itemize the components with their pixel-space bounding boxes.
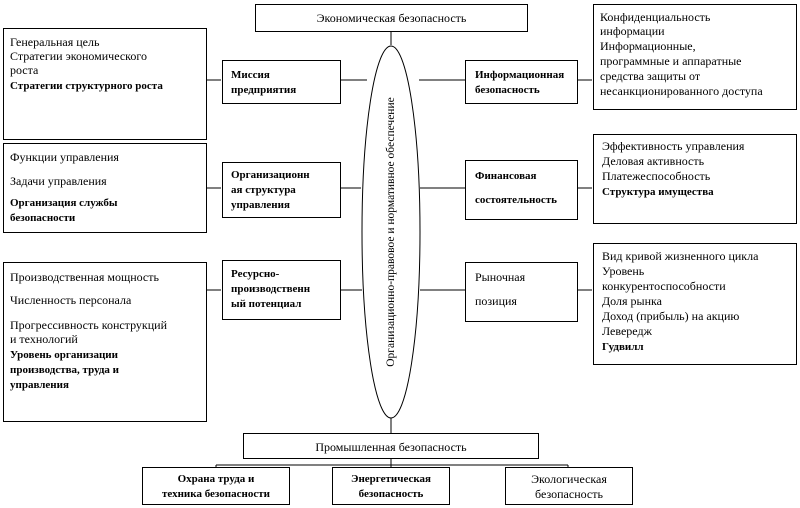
label-line: предприятия [231, 84, 297, 96]
right-detail-box-info: Конфиденциальность информации Информацио… [593, 4, 797, 110]
detail-item: и технологий [10, 332, 78, 346]
right-label-box-info: Информационная безопасность [465, 60, 578, 104]
left-detail-box-mission: Генеральная цель Стратегии экономическог… [3, 28, 207, 140]
detail-item: роста [10, 63, 39, 77]
detail-item: Левередж [602, 324, 652, 338]
label-line: безопасность [358, 488, 424, 500]
label-line: состоятельность [475, 194, 557, 206]
industrial-security-box: Промышленная безопасность [243, 433, 539, 459]
detail-item-bold: Стратегии структурного роста [10, 80, 163, 92]
detail-item-bold: безопасности [10, 212, 76, 224]
label-line: Организационн [231, 169, 310, 181]
detail-item: Информационные, [600, 39, 696, 53]
detail-item: Конфиденциальность [600, 10, 711, 24]
detail-item: Численность персонала [10, 293, 132, 307]
label-line: позиция [475, 294, 517, 308]
detail-item: Генеральная цель [10, 35, 100, 49]
detail-item-bold: Уровень организации [10, 349, 118, 361]
ecological-security-box: Экологическая безопасность [505, 467, 633, 505]
label-line: ый потенциал [231, 298, 302, 310]
detail-item: Задачи управления [10, 174, 107, 188]
detail-item: Стратегии экономического [10, 49, 147, 63]
detail-item: информации [600, 24, 665, 38]
detail-item: Платежеспособность [602, 169, 711, 183]
central-oval [361, 45, 421, 419]
label-line: Информационная [475, 69, 565, 81]
detail-item: конкурентоспособности [602, 279, 726, 293]
economic-security-box: Экономическая безопасность [255, 4, 528, 32]
energy-security-box: Энергетическая безопасность [332, 467, 450, 505]
detail-item: Деловая активность [602, 154, 705, 168]
label-line: производственн [231, 283, 311, 295]
label-line: Финансовая [475, 170, 537, 182]
label-line: Миссия [231, 69, 270, 81]
industrial-security-title: Промышленная безопасность [315, 440, 467, 454]
label-line: Энергетическая [351, 473, 431, 485]
left-label-box-org: Организационн ая структура управления [222, 162, 341, 218]
label-line: ая структура [231, 184, 296, 196]
left-label-box-resource: Ресурсно- производственн ый потенциал [222, 260, 341, 320]
detail-item: Доля рынка [602, 294, 662, 308]
left-detail-box-resource: Производственная мощность Численность пе… [3, 262, 207, 422]
detail-item: средства защиты от [600, 69, 701, 83]
label-line: управления [231, 199, 290, 211]
detail-item: Доход (прибыль) на акцию [602, 309, 740, 323]
right-label-box-market: Рыночная позиция [465, 262, 578, 322]
detail-item: Прогрессивность конструкций [10, 318, 168, 332]
right-label-box-finance: Финансовая состоятельность [465, 160, 578, 220]
detail-item-bold: Гудвилл [602, 341, 644, 353]
right-detail-box-finance: Эффективность управления Деловая активно… [593, 134, 797, 224]
detail-item: несанкционированного доступа [600, 84, 763, 98]
label-line: Экологическая [531, 472, 607, 486]
detail-item: программные и аппаратные [600, 54, 742, 68]
left-detail-box-org: Функции управления Задачи управления Орг… [3, 143, 207, 233]
right-detail-box-market: Вид кривой жизненного цикла Уровень конк… [593, 243, 797, 365]
oval-label: Организационно-правовое и нормативное об… [385, 97, 397, 367]
label-line: техника безопасности [162, 488, 270, 500]
labor-safety-box: Охрана труда и техника безопасности [142, 467, 290, 505]
detail-item: Функции управления [10, 150, 119, 164]
detail-item: Эффективность управления [602, 139, 745, 153]
detail-item: Вид кривой жизненного цикла [602, 249, 759, 263]
detail-item-bold: производства, труда и [10, 364, 120, 376]
detail-item: Уровень [602, 264, 645, 278]
label-line: безопасность [475, 84, 540, 96]
label-line: Охрана труда и [177, 473, 255, 485]
economic-security-title: Экономическая безопасность [316, 11, 467, 25]
detail-item: Производственная мощность [10, 270, 159, 284]
label-line: Ресурсно- [231, 268, 280, 280]
label-line: Рыночная [475, 270, 526, 284]
detail-item-bold: Структура имущества [602, 186, 714, 198]
left-label-box-mission: Миссия предприятия [222, 60, 341, 104]
detail-item-bold: управления [10, 379, 69, 391]
label-line: безопасность [535, 487, 603, 501]
detail-item-bold: Организация службы [10, 197, 118, 209]
